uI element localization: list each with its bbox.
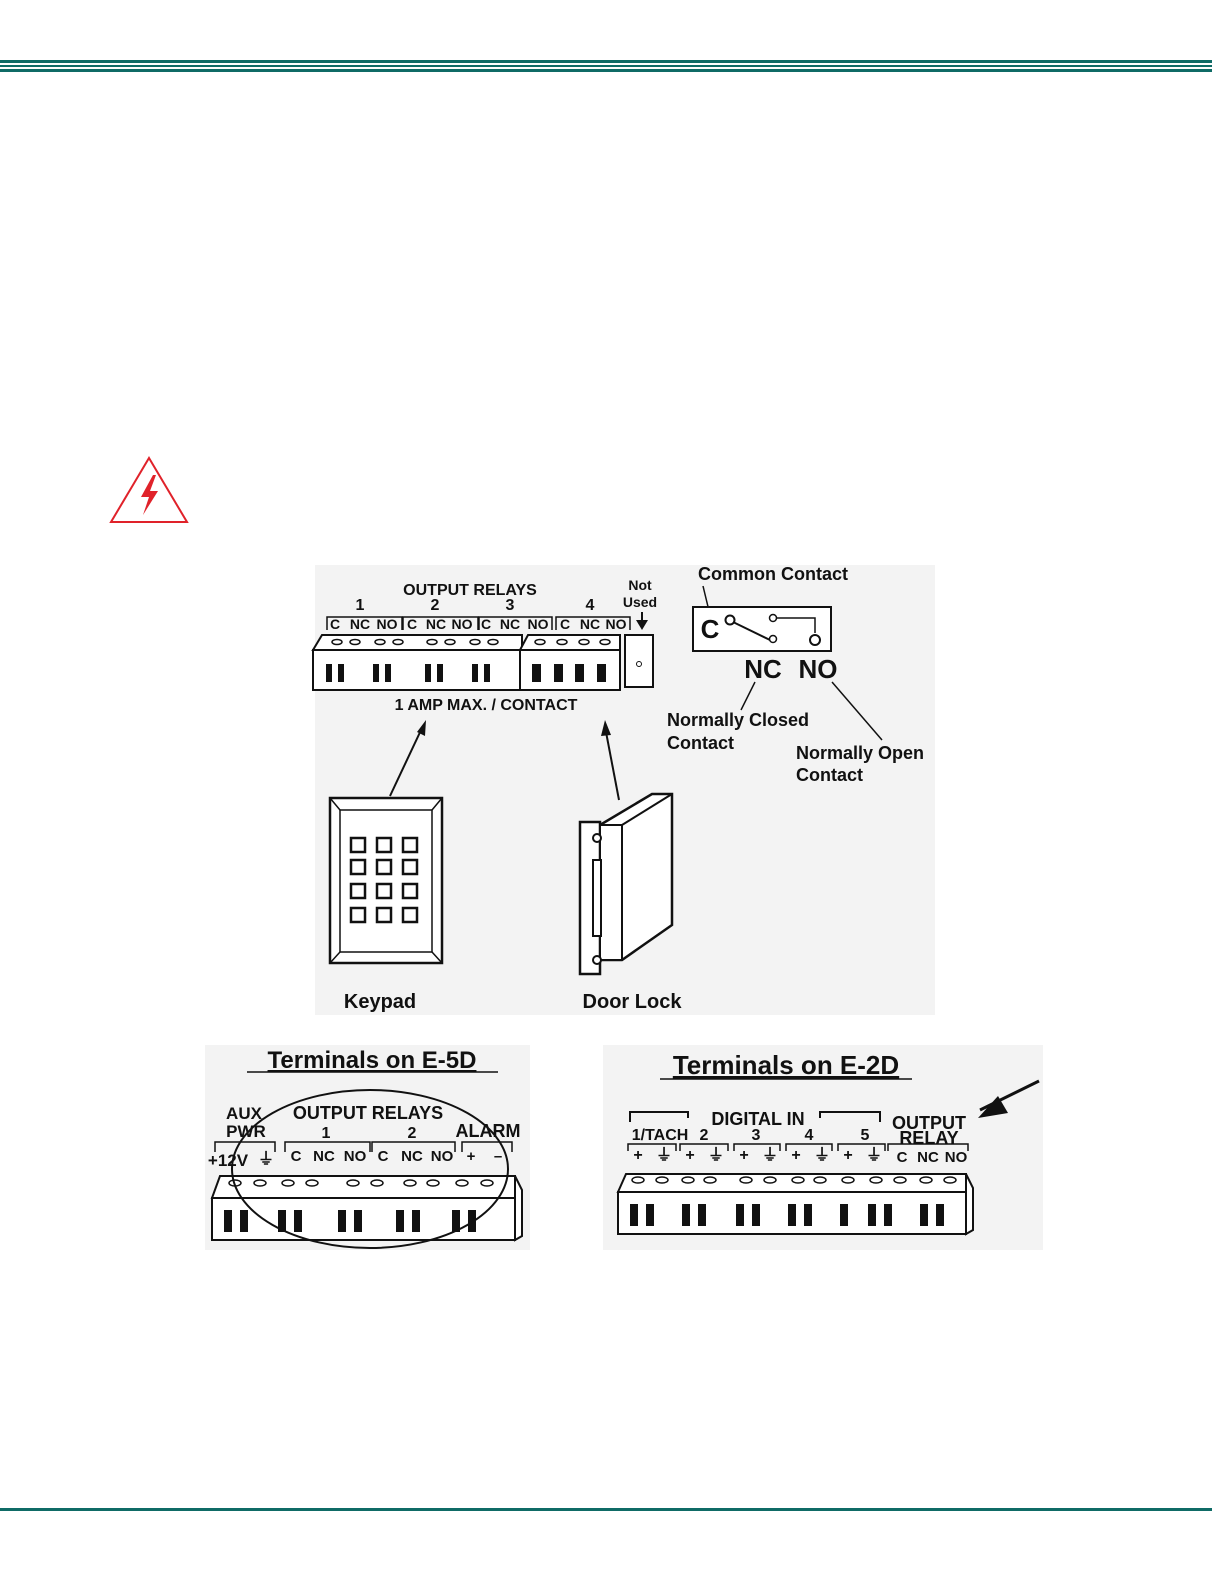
relay-number-4: 4 — [586, 597, 595, 614]
terminal-block-main — [311, 634, 523, 691]
header-rule — [0, 60, 1212, 63]
nc-description: Normally Closed — [667, 710, 809, 730]
e2d-terminal-block — [616, 1173, 974, 1236]
relay3-no: NO — [528, 616, 549, 632]
in5-ground-icon: ⏚ — [866, 1146, 882, 1164]
in5-plus: + — [843, 1147, 852, 1164]
no-description: Normally Open — [796, 743, 924, 763]
pwr-label: PWR — [226, 1122, 266, 1141]
relay4-c: C — [560, 616, 570, 632]
in2-ground-icon: ⏚ — [708, 1146, 724, 1164]
output-relays-label: OUTPUT RELAYS — [403, 582, 537, 599]
e5d-title: Terminals on E-5D — [268, 1047, 477, 1074]
relay1-c: C — [330, 616, 340, 632]
input-1-tach: 1/TACH — [632, 1127, 689, 1144]
input-2: 2 — [700, 1127, 709, 1144]
relay-wiring-diagram: OUTPUT RELAYS Not Used 1 2 3 4 C NC NO C… — [311, 564, 935, 1015]
relay-number-3: 3 — [506, 597, 515, 614]
keypad-icon — [328, 796, 444, 965]
rating-label: 1 AMP MAX. / CONTACT — [395, 697, 578, 714]
input-4: 4 — [805, 1127, 814, 1144]
header-rule-lower — [0, 69, 1212, 72]
plus-12v-label: +12V — [208, 1151, 249, 1170]
input-5: 5 — [861, 1127, 870, 1144]
no-description-2: Contact — [796, 765, 863, 785]
relay2-nc: NC — [426, 616, 446, 632]
keypad-label: Keypad — [344, 991, 416, 1013]
aux-label: AUX — [226, 1104, 263, 1123]
e5d-r2-nc: NC — [401, 1148, 423, 1165]
e2d-relay-c: C — [897, 1149, 908, 1166]
relay-number-1: 1 — [356, 597, 365, 614]
lightning-hazard-icon — [109, 456, 189, 523]
in2-plus: + — [685, 1147, 694, 1164]
not-used-label: Not — [628, 577, 652, 593]
relay4-nc: NC — [580, 616, 600, 632]
e2d-relay-no: NO — [945, 1149, 968, 1166]
relay2-no: NO — [452, 616, 473, 632]
no-contact-label: NO — [799, 654, 838, 684]
e2d-title: Terminals on E-2D — [673, 1050, 899, 1080]
door-lock-label: Door Lock — [583, 991, 683, 1013]
header-rule-thin — [0, 65, 1212, 67]
e5d-r1-no: NO — [344, 1148, 367, 1165]
relay1-no: NO — [377, 616, 398, 632]
e5d-r1-nc: NC — [313, 1148, 335, 1165]
alarm-label: ALARM — [456, 1121, 521, 1141]
unused-terminal — [624, 634, 654, 688]
relay4-no: NO — [606, 616, 627, 632]
in1-ground-icon: ⏚ — [656, 1146, 672, 1164]
footer-rule — [0, 1508, 1212, 1511]
e2d-relay-nc: NC — [917, 1149, 939, 1166]
e5d-r2-no: NO — [431, 1148, 454, 1165]
e2d-relay-label: RELAY — [899, 1128, 958, 1148]
in1-plus: + — [633, 1147, 642, 1164]
terminal-block-relay4 — [518, 634, 621, 691]
pointer-arrow-icon — [978, 1096, 1008, 1118]
e5d-terminal-block — [210, 1175, 523, 1242]
e5d-r1-c: C — [291, 1148, 302, 1165]
nc-contact-label: NC — [744, 654, 782, 684]
alarm-minus: – — [494, 1148, 502, 1165]
relay-number-2: 2 — [431, 597, 440, 614]
door-lock-icon — [578, 792, 674, 976]
aux-ground-icon: ⏚ — [258, 1150, 274, 1168]
in3-plus: + — [739, 1147, 748, 1164]
e2d-output-label: OUTPUT — [892, 1113, 966, 1133]
c-contact-label: C — [701, 614, 720, 644]
nc-description-2: Contact — [667, 733, 734, 753]
e5d-r2-c: C — [378, 1148, 389, 1165]
e2d-terminal-diagram: Terminals on E-2D DIGITAL IN OUTPUT RELA… — [603, 1045, 1043, 1250]
in4-plus: + — [791, 1147, 800, 1164]
relay3-nc: NC — [500, 616, 520, 632]
in3-ground-icon: ⏚ — [762, 1146, 778, 1164]
relay1-nc: NC — [350, 616, 370, 632]
e5d-terminal-diagram: Terminals on E-5D AUX PWR OUTPUT RELAYS … — [205, 1045, 530, 1250]
e5d-relay-1: 1 — [322, 1125, 331, 1142]
alarm-plus: + — [467, 1148, 476, 1165]
e5d-relay-2: 2 — [408, 1125, 417, 1142]
input-3: 3 — [752, 1127, 761, 1144]
relay2-c: C — [407, 616, 417, 632]
common-contact-label: Common Contact — [698, 564, 848, 584]
relay3-c: C — [481, 616, 491, 632]
digital-in-label: DIGITAL IN — [711, 1109, 804, 1129]
in4-ground-icon: ⏚ — [814, 1146, 830, 1164]
e5d-output-relays-label: OUTPUT RELAYS — [293, 1103, 443, 1123]
relay-highlight-circle — [231, 1089, 509, 1249]
not-used-label-2: Used — [623, 594, 657, 610]
